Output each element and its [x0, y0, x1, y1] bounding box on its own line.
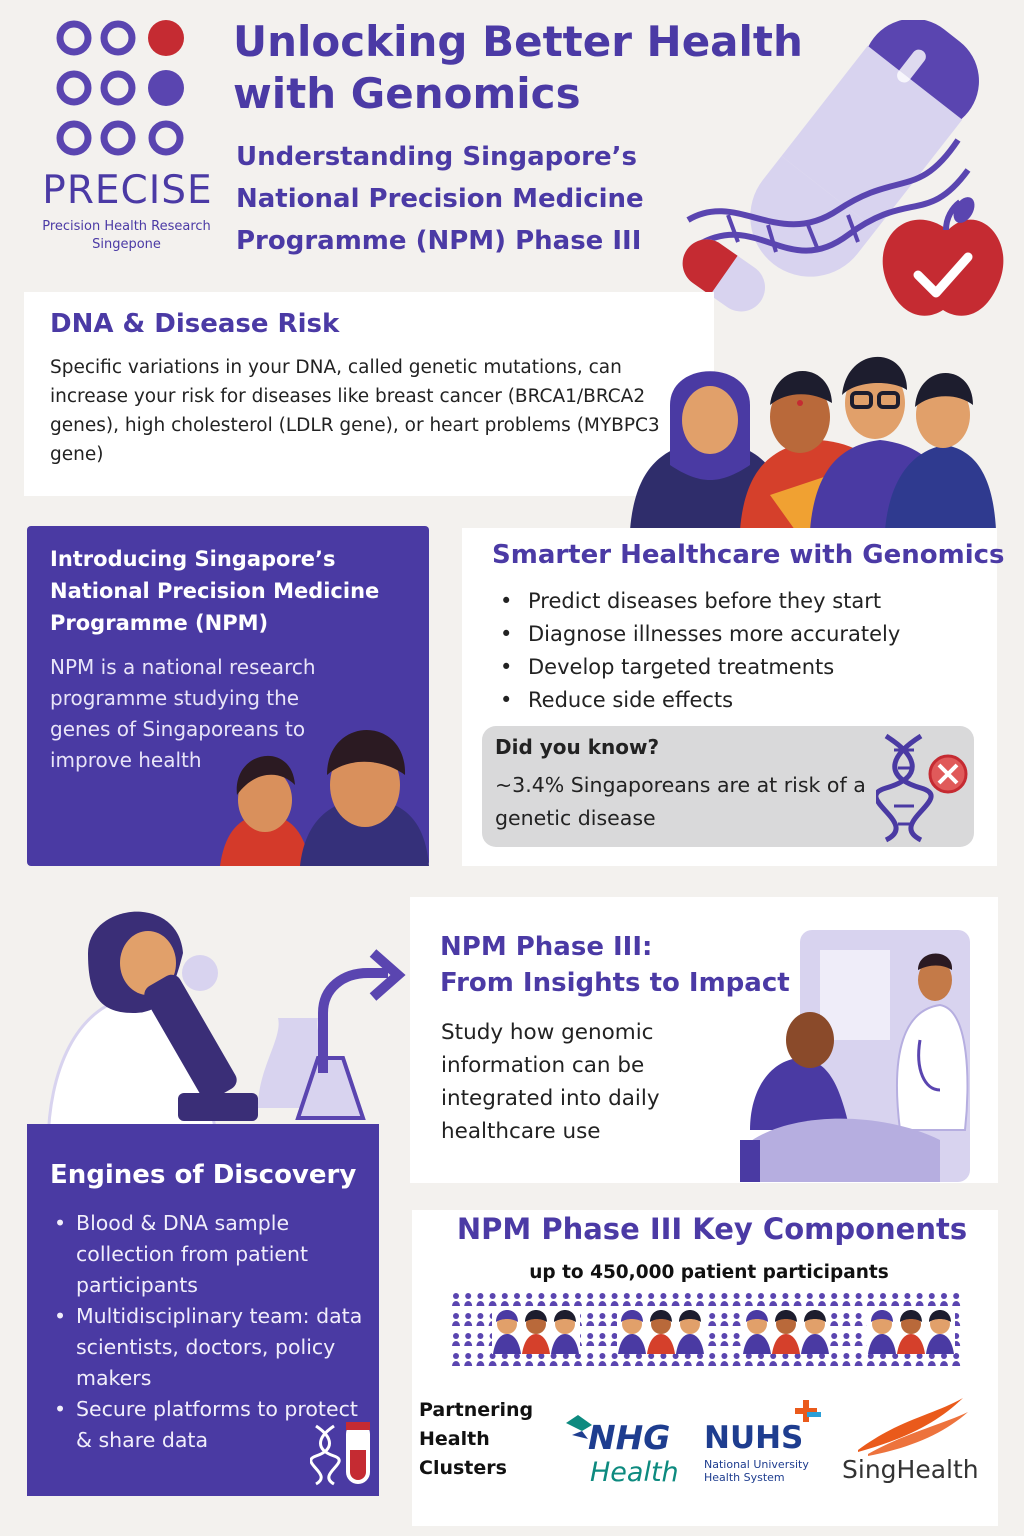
participants-crowd-icon: [452, 1293, 961, 1366]
participants-count: up to 450,000 patient participants: [529, 1262, 889, 1283]
npm-intro-body: NPM is a national research programme stu…: [50, 655, 316, 772]
people-illustration: [220, 730, 429, 866]
list-item: Reduce side effects: [500, 684, 900, 717]
dna-mutation-icon: [876, 733, 968, 843]
subtitle-line-3: Programme (NPM) Phase III: [236, 226, 642, 256]
nuhs-subtext-1: National University: [704, 1458, 809, 1471]
dna-blood-tube-icon: [310, 1422, 370, 1486]
list-item: Predict diseases before they start: [500, 585, 900, 618]
logo-tagline-2: Singepone: [92, 237, 161, 252]
phase-iii-body: Study how genomic information can be int…: [441, 1020, 660, 1144]
key-components-card: [412, 1210, 998, 1526]
phase-iii-title-line-2: From Insights to Impact: [440, 968, 790, 998]
dna-risk-title: DNA & Disease Risk: [50, 309, 340, 339]
dna-helix-icon: [686, 138, 971, 254]
scientist-lab-illustration: [46, 911, 406, 1148]
singhealth-logo-text: SingHealth: [842, 1455, 979, 1484]
did-you-know-title: Did you know?: [495, 735, 660, 759]
pill-icon: [682, 239, 766, 312]
subtitle-line-1: Understanding Singapore’s: [236, 142, 637, 172]
capsule-icon: [750, 20, 979, 277]
logo-wordmark: PRECISE: [42, 168, 213, 213]
family-illustration: [630, 356, 996, 530]
smarter-healthcare-title: Smarter Healthcare with Genomics: [492, 540, 1005, 570]
list-item: Diagnose illnesses more accurately: [500, 618, 900, 651]
nuhs-logo-text: NUHS: [704, 1420, 803, 1456]
page-title-line-1: Unlocking Better Health: [233, 17, 803, 66]
smarter-healthcare-list: Predict diseases before they start Diagn…: [500, 585, 900, 717]
dna-risk-body: Specific variations in your DNA, called …: [50, 357, 660, 465]
page-title: Unlocking Better Health with Genomics: [233, 16, 813, 120]
partner-line-3: Clusters: [419, 1457, 507, 1479]
page-subtitle: Understanding Singapore’s National Preci…: [236, 136, 676, 262]
key-components-title: NPM Phase III Key Components: [456, 1212, 968, 1246]
nhg-health-logo: NHG Health: [566, 1415, 679, 1485]
phase-iii-title-line-1: NPM Phase III:: [440, 932, 653, 962]
capsule-dna-apple-illustration: [682, 20, 1004, 316]
nhg-logo-subtext: Health: [590, 1457, 679, 1485]
list-item: Develop targeted treatments: [500, 651, 900, 684]
phase-iii-title: NPM Phase III: From Insights to Impact: [440, 929, 820, 1001]
logo-tagline: Precision Health Research: [42, 219, 211, 234]
partnering-clusters-label: Partnering Health Clusters: [419, 1396, 549, 1483]
dna-risk-card: [24, 292, 714, 496]
precise-logo-dots: [56, 20, 184, 156]
apple-icon: [882, 197, 1004, 316]
did-you-know-body: ~3.4% Singaporeans are at risk of a gene…: [495, 773, 866, 830]
list-item: Secure platforms to protect & share data: [50, 1394, 370, 1456]
nuhs-logo: NUHS National University Health System: [704, 1400, 821, 1484]
singhealth-logo: SingHealth: [842, 1398, 979, 1484]
engines-discovery-title: Engines of Discovery: [50, 1160, 357, 1190]
page-title-line-2: with Genomics: [233, 69, 581, 118]
partner-line-2: Health: [419, 1428, 490, 1450]
nhg-logo-text: NHG: [588, 1418, 670, 1457]
doctor-patient-illustration: [740, 930, 970, 1182]
partner-line-1: Partnering: [419, 1399, 534, 1421]
subtitle-line-2: National Precision Medicine: [236, 184, 644, 214]
list-item: Multidisciplinary team: data scientists,…: [50, 1301, 370, 1394]
npm-intro-title: Introducing Singapore’s National Precisi…: [50, 547, 380, 635]
nuhs-subtext-2: Health System: [704, 1471, 785, 1484]
engines-discovery-list: Blood & DNA sample collection from patie…: [50, 1208, 370, 1456]
list-item: Blood & DNA sample collection from patie…: [50, 1208, 370, 1301]
